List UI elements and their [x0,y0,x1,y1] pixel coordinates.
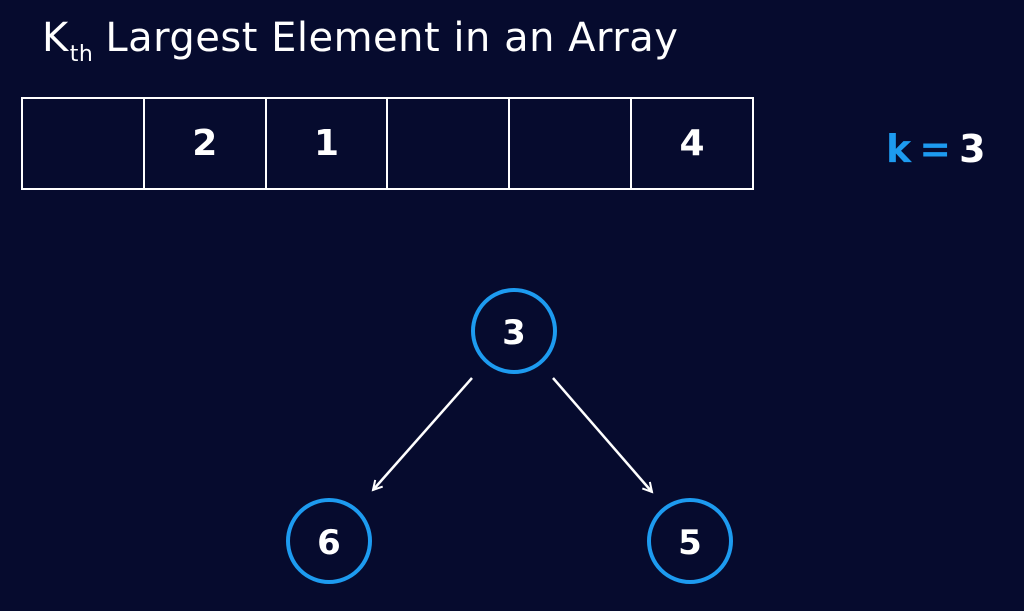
tree-node-root: 3 [471,288,557,374]
array-cell-3 [386,99,508,188]
tree-node-right: 5 [647,498,733,584]
edge-root-left [373,377,473,490]
edge-root-right [552,377,652,492]
node-circle [647,498,733,584]
node-circle [286,498,372,584]
title-text: Largest Element in an Array [105,15,679,61]
tree-node-left: 6 [286,498,372,584]
array-cell-2: 1 [264,99,387,188]
title-k: K [42,15,69,61]
title-subscript: th [69,42,94,67]
array: 2 1 4 [21,97,754,190]
node-value: 3 [502,313,526,353]
array-cell-4 [508,99,630,188]
k-value-label: k=3 [886,124,986,174]
k-name: k [886,127,912,171]
node-circle [471,288,557,374]
array-cell-5: 4 [630,99,752,188]
k-value: 3 [959,127,986,171]
page-title: Kth Largest Element in an Array [42,12,678,71]
array-cell-1: 2 [142,99,265,188]
k-equals: = [919,127,952,171]
node-value: 5 [678,523,702,563]
node-value: 6 [317,523,341,563]
